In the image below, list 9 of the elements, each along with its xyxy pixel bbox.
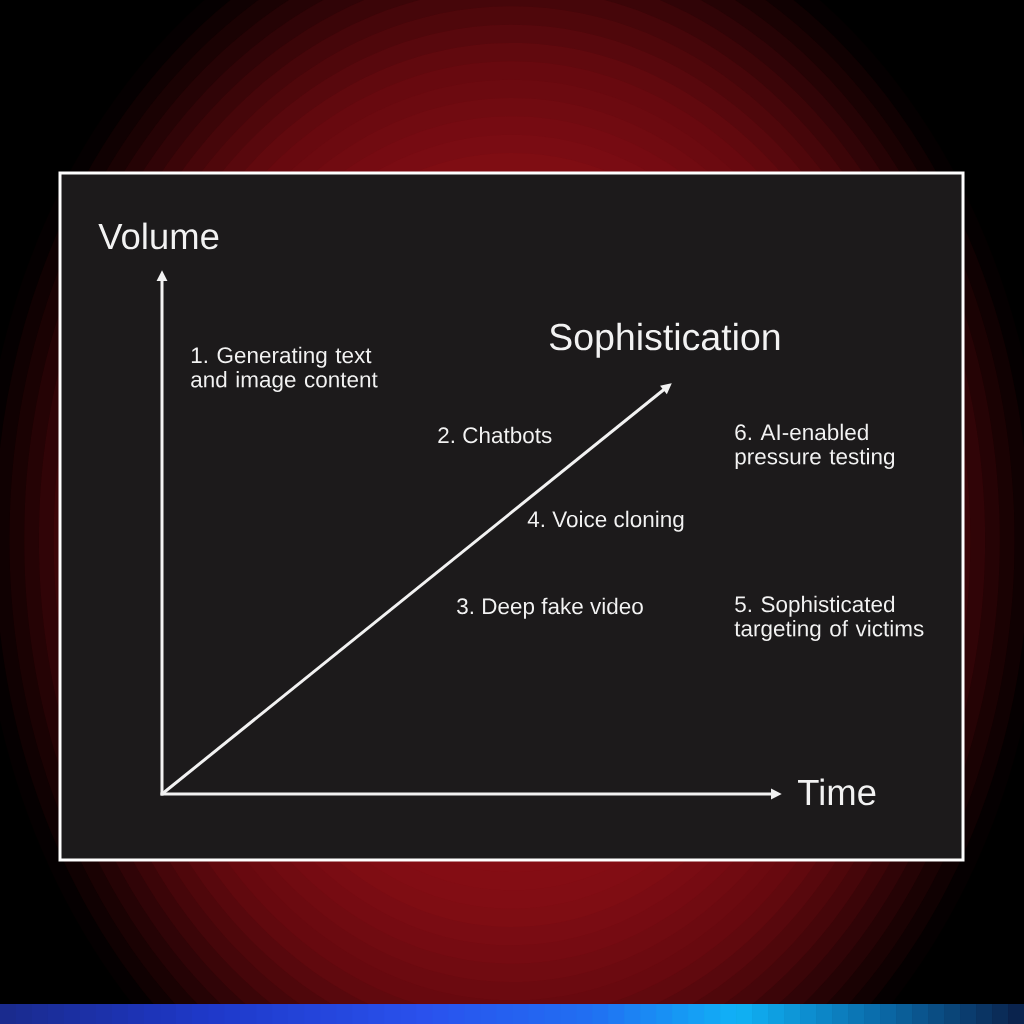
axis-label: Sophistication bbox=[549, 322, 780, 358]
axis-label: Time bbox=[798, 778, 876, 806]
annotation-text: 5. Sophisticated targeting of victims bbox=[734, 595, 924, 641]
annotation-text: 6. AI-enabled pressure testing bbox=[735, 423, 895, 469]
annotation-text: 2. Chatbots bbox=[438, 426, 552, 444]
annotation-text: 1. Generating text and image content bbox=[191, 346, 378, 392]
axis-label: Volume bbox=[98, 222, 219, 250]
annotation-text: 4. Voice cloning bbox=[527, 510, 684, 532]
annotation-text: 3. Deep fake video bbox=[457, 597, 643, 619]
